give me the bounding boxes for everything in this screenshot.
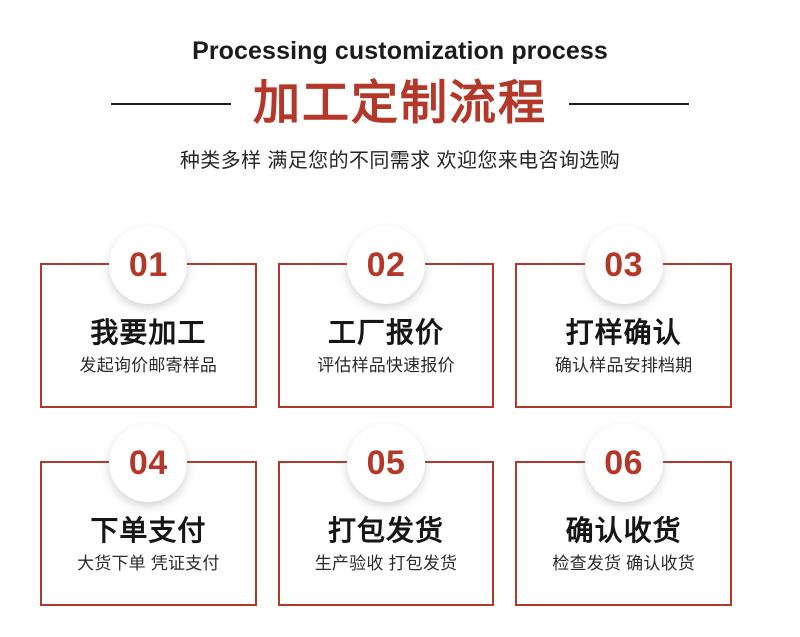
step-number: 01 — [128, 246, 168, 284]
title-rule-left — [111, 102, 231, 105]
card-body: 打包发货 生产验收 打包发货 — [280, 515, 493, 574]
step-card-05[interactable]: 05 打包发货 生产验收 打包发货 — [277, 424, 495, 606]
step-title: 打包发货 — [327, 515, 444, 547]
step-title: 打样确认 — [565, 317, 682, 349]
chinese-title-row: 加工定制流程 — [0, 77, 800, 130]
step-title: 我要加工 — [90, 317, 207, 349]
title-rule-right — [569, 102, 689, 105]
step-number-badge: 06 — [584, 424, 663, 502]
step-card-01[interactable]: 01 我要加工 发起询价邮寄样品 — [40, 226, 257, 408]
step-number-badge: 01 — [109, 226, 188, 304]
step-card-02[interactable]: 02 工厂报价 评估样品快速报价 — [277, 226, 495, 408]
step-number: 03 — [604, 246, 644, 284]
step-number: 05 — [366, 444, 406, 482]
step-card-03[interactable]: 03 打样确认 确认样品安排档期 — [515, 226, 732, 408]
step-title: 确认收货 — [565, 515, 682, 547]
step-number-badge: 05 — [346, 424, 425, 502]
step-number: 04 — [128, 444, 168, 482]
english-title: Processing customization process — [192, 37, 608, 65]
step-number: 02 — [366, 246, 406, 284]
step-subtitle: 确认样品安排档期 — [554, 355, 693, 375]
step-title: 工厂报价 — [327, 317, 444, 349]
header-subtitle: 种类多样 满足您的不同需求 欢迎您来电咨询选购 — [179, 149, 621, 172]
card-body: 打样确认 确认样品安排档期 — [517, 317, 730, 376]
card-body: 确认收货 检查发货 确认收货 — [517, 515, 730, 574]
step-subtitle: 生产验收 打包发货 — [314, 553, 458, 573]
chinese-title: 加工定制流程 — [253, 76, 547, 130]
card-body: 我要加工 发起询价邮寄样品 — [42, 317, 255, 376]
step-number-badge: 02 — [346, 226, 425, 304]
header: Processing customization process 加工定制流程 … — [0, 0, 800, 173]
card-body: 下单支付 大货下单 凭证支付 — [42, 515, 255, 574]
steps-grid: 01 我要加工 发起询价邮寄样品 02 工厂报价 评估样品快速报价 03 打 — [40, 226, 732, 606]
step-title: 下单支付 — [90, 515, 207, 547]
card-body: 工厂报价 评估样品快速报价 — [280, 317, 493, 376]
step-subtitle: 评估样品快速报价 — [317, 355, 455, 375]
step-subtitle: 大货下单 凭证支付 — [77, 553, 220, 573]
step-subtitle: 检查发货 确认收货 — [552, 553, 695, 573]
step-number: 06 — [604, 444, 644, 482]
step-card-06[interactable]: 06 确认收货 检查发货 确认收货 — [515, 424, 732, 606]
step-number-badge: 04 — [109, 424, 188, 502]
step-card-04[interactable]: 04 下单支付 大货下单 凭证支付 — [40, 424, 257, 606]
step-subtitle: 发起询价邮寄样品 — [79, 355, 218, 375]
step-number-badge: 03 — [584, 226, 663, 304]
